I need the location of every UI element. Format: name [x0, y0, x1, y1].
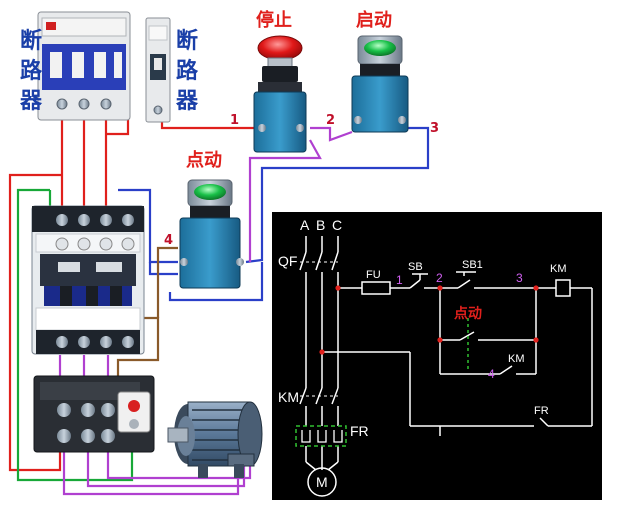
sb-label: SB	[408, 261, 423, 273]
fu-label: FU	[366, 269, 381, 281]
start-button	[351, 35, 409, 133]
schematic-panel: A B C QF KM FR	[272, 212, 602, 500]
sb1-label: SB1	[462, 259, 483, 271]
phase-c-label: C	[332, 217, 342, 233]
breaker-left-char-1: 断	[20, 28, 42, 54]
breaker-right-char-2: 路	[176, 58, 199, 84]
wire-purple-motor-3	[106, 450, 252, 480]
phase-b-label: B	[316, 217, 325, 233]
breaker-3pole	[37, 11, 131, 121]
wire-brown-1	[116, 316, 160, 378]
wire-blue-1	[118, 188, 178, 264]
schematic-node-2: 2	[436, 271, 443, 285]
phase-a-label: A	[300, 217, 310, 233]
wire-purple-2	[248, 139, 322, 262]
wire-number-1: 1	[230, 113, 239, 128]
wire-blue-start	[245, 126, 430, 264]
jog-button-label: 点动	[186, 149, 222, 171]
schematic-node-3: 3	[516, 271, 523, 285]
thermal-relay	[33, 375, 155, 453]
breaker-left-label: 断 路 器	[19, 28, 43, 114]
qf-label: QF	[278, 253, 297, 269]
stop-button	[253, 35, 307, 153]
wire-green-1	[16, 188, 134, 482]
stop-button-label: 停止	[256, 9, 292, 31]
wire-purple-1	[310, 126, 353, 142]
breaker-left-char-3: 器	[19, 89, 43, 114]
motor	[167, 401, 263, 478]
schematic-jog-label: 点动	[454, 305, 482, 322]
breaker-1pole	[145, 17, 171, 123]
contactor	[31, 205, 145, 355]
motor-label: M	[316, 474, 328, 490]
breaker-right-label: 断 路 器	[175, 28, 199, 114]
fr-contact-label: FR	[534, 405, 549, 417]
start-button-label: 启动	[356, 9, 392, 31]
breaker-right-char-1: 断	[176, 28, 198, 54]
wire-blue-2	[148, 262, 178, 276]
schematic-node-4: 4	[488, 367, 495, 381]
breaker-right-char-3: 器	[175, 89, 199, 114]
fr-main-label: FR	[350, 423, 369, 439]
km-main-label: KM	[278, 389, 299, 405]
wires	[8, 72, 430, 496]
schematic-node-1: 1	[396, 273, 403, 287]
wire-red-breaker2	[160, 118, 254, 130]
breaker-left-char-2: 路	[20, 58, 43, 84]
wire-red-outer	[8, 173, 62, 472]
jog-button	[179, 179, 244, 289]
wire-number-4: 4	[164, 233, 173, 248]
km-aux-label: KM	[508, 353, 525, 365]
wire-brown-2	[156, 246, 178, 318]
wire-blue-bottom	[168, 262, 264, 302]
wire-number-3: 3	[430, 121, 439, 136]
wire-number-2: 2	[326, 113, 335, 128]
km-coil-label: KM	[550, 263, 567, 275]
schematic-motor	[307, 467, 337, 497]
